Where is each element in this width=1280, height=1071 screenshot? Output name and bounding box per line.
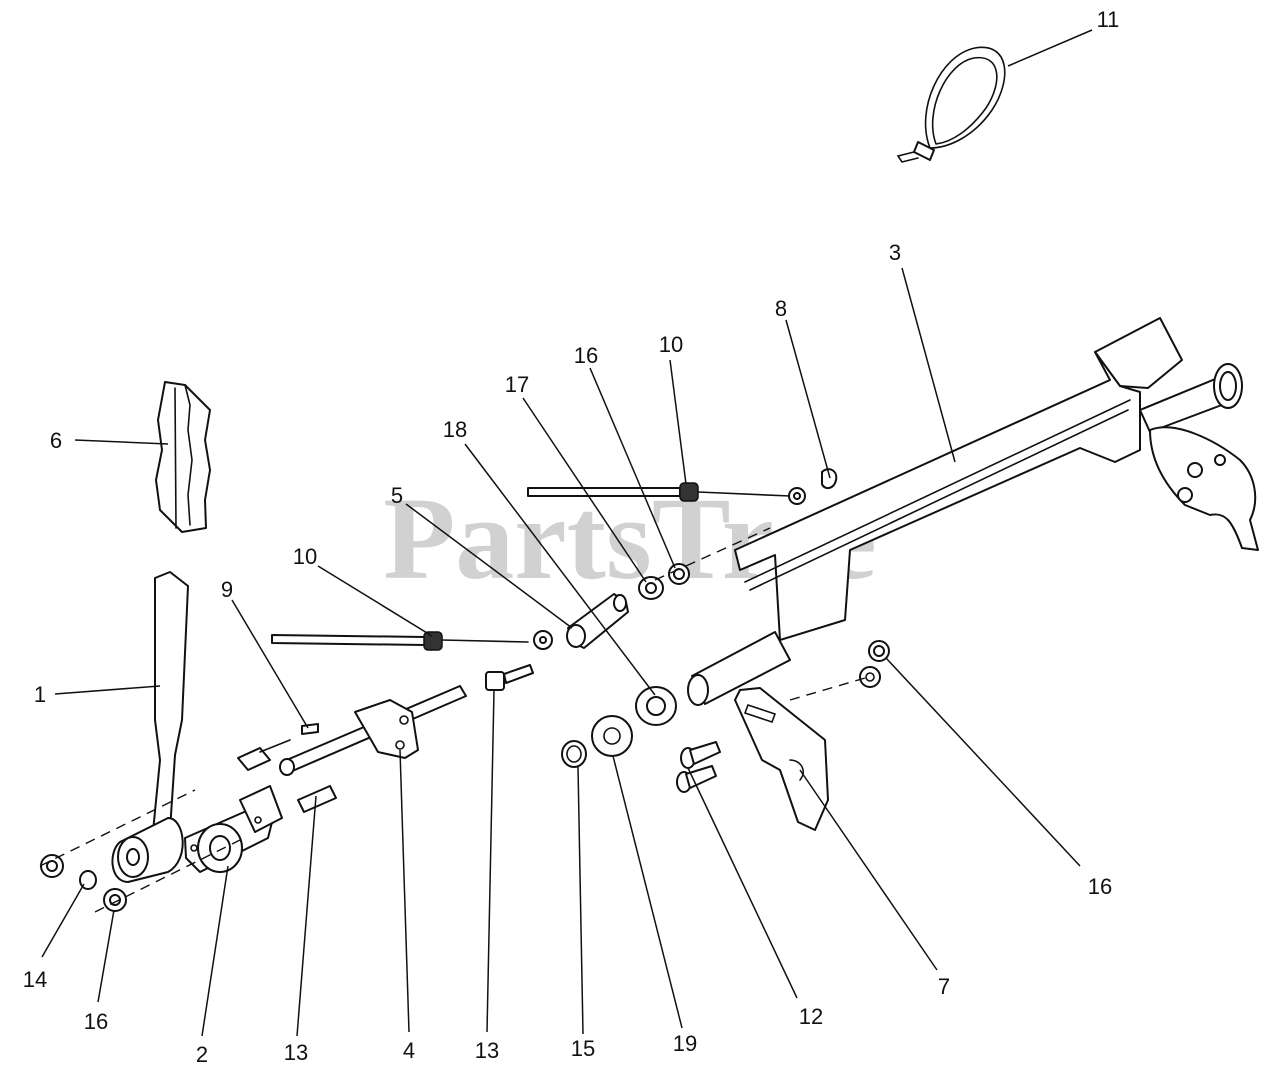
part-4-shaft-arm[interactable] xyxy=(279,685,467,776)
part-7-bracket[interactable] xyxy=(734,687,829,831)
part-19-washer[interactable] xyxy=(591,715,633,757)
callout-16-right: 16 xyxy=(1088,874,1112,899)
part-13-bolt-left[interactable] xyxy=(237,739,337,813)
pivot-tube[interactable] xyxy=(687,631,791,706)
callout-3: 3 xyxy=(889,240,901,265)
callout-6: 6 xyxy=(50,428,62,453)
callout-labels: 11 3 8 10 16 17 18 5 6 10 9 1 14 16 2 13… xyxy=(23,7,1120,1067)
callout-11: 11 xyxy=(1097,7,1120,32)
part-12-pin-b[interactable] xyxy=(676,765,717,793)
part-16-nut-upper[interactable] xyxy=(668,563,690,585)
part-11-cable-tie[interactable] xyxy=(896,46,1006,163)
part-6-grip[interactable] xyxy=(155,381,211,533)
assembly-centerlines xyxy=(39,527,866,913)
part-3-lift-arm[interactable] xyxy=(734,317,1259,641)
callout-19: 19 xyxy=(673,1031,697,1056)
part-10-rod-lower[interactable] xyxy=(271,630,553,651)
callout-4: 4 xyxy=(403,1038,415,1063)
callout-12: 12 xyxy=(799,1004,823,1029)
part-15-snap-ring[interactable] xyxy=(561,740,587,768)
part-12-pin-a[interactable] xyxy=(680,741,721,769)
part-16-nut-left-a[interactable] xyxy=(40,854,64,878)
callout-7: 7 xyxy=(938,974,950,999)
callout-9: 9 xyxy=(221,577,233,602)
callout-13-mid: 13 xyxy=(475,1038,499,1063)
callout-16-left: 16 xyxy=(84,1009,108,1034)
part-5-link[interactable] xyxy=(566,593,629,649)
part-16-nut-left-b[interactable] xyxy=(103,888,127,912)
part-8-clip[interactable] xyxy=(821,468,838,490)
part-18-bushing[interactable] xyxy=(635,686,677,726)
callout-14: 14 xyxy=(23,967,47,992)
part-17-washer[interactable] xyxy=(638,576,664,600)
callout-18: 18 xyxy=(443,417,467,442)
part-16-nut-right[interactable] xyxy=(859,640,890,688)
callout-13-left: 13 xyxy=(284,1040,308,1065)
callout-17: 17 xyxy=(505,372,529,397)
part-9-key[interactable] xyxy=(301,723,319,735)
part-13-bolt-mid[interactable] xyxy=(485,664,534,691)
callout-2: 2 xyxy=(196,1042,208,1067)
callout-15: 15 xyxy=(571,1036,595,1061)
callout-10-upper: 10 xyxy=(659,332,683,357)
part-1-lever[interactable] xyxy=(111,571,189,883)
leader-lines xyxy=(41,29,1093,1037)
callout-16-upper: 16 xyxy=(574,343,598,368)
callout-8: 8 xyxy=(775,296,787,321)
callout-10-lower: 10 xyxy=(293,544,317,569)
callout-5: 5 xyxy=(391,483,403,508)
part-2-bearing[interactable] xyxy=(184,785,283,873)
callout-1: 1 xyxy=(34,682,46,707)
